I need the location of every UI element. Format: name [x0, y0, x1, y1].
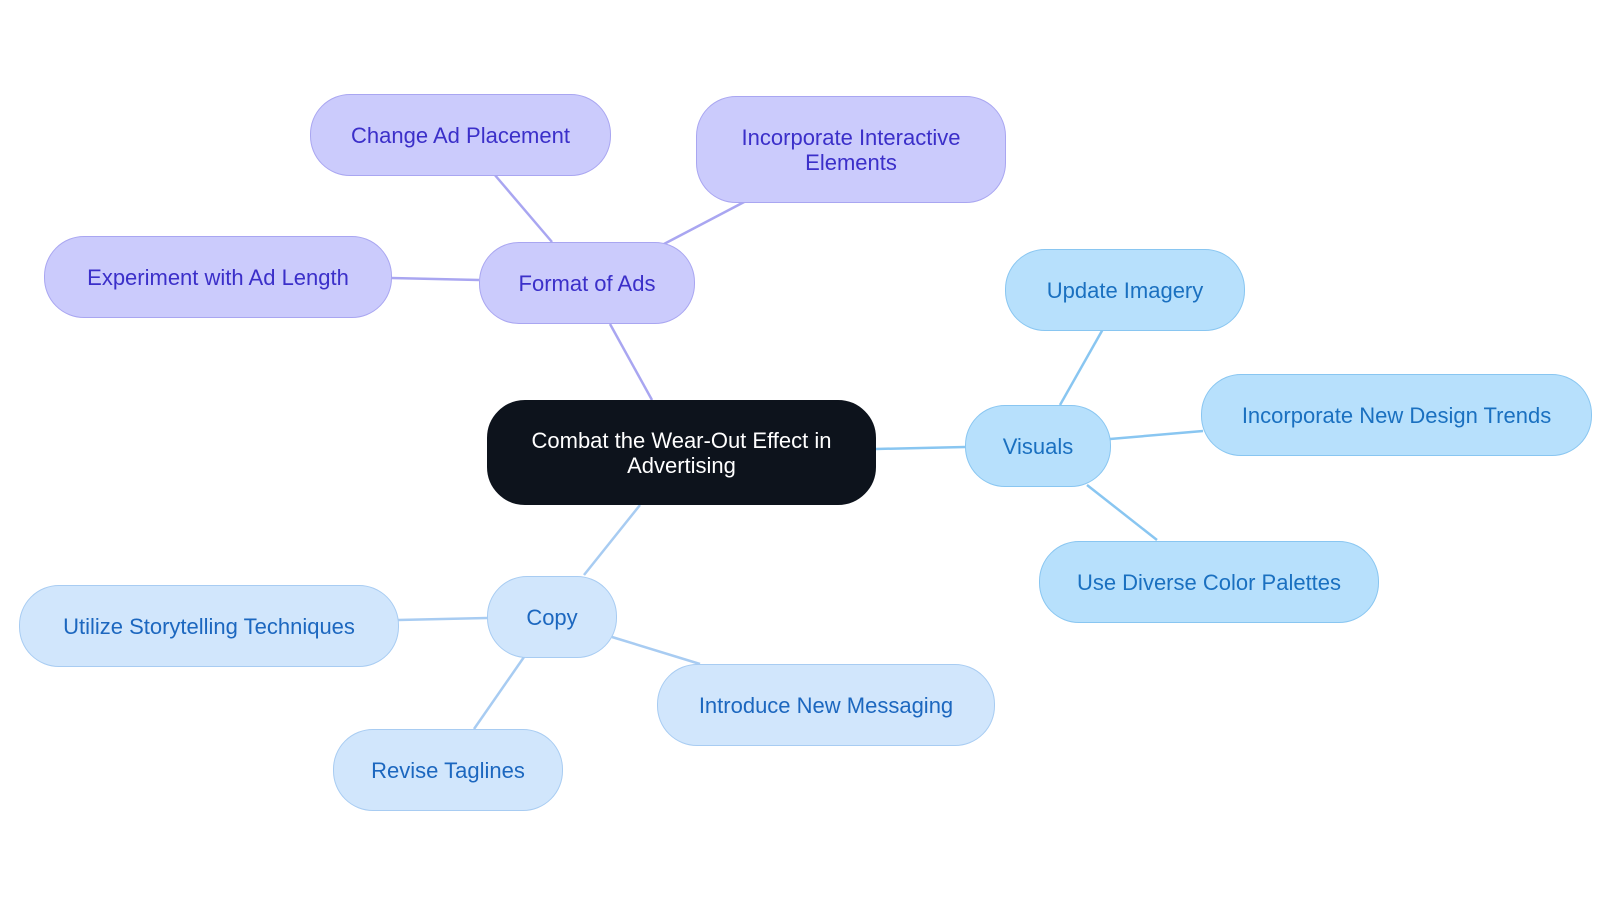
leaf-node-label: Introduce New Messaging [698, 692, 954, 718]
edge-format-length [390, 276, 480, 282]
leaf-node-label: Use Diverse Color Palettes [1076, 569, 1342, 595]
leaf-node-utilize-storytelling-techniques[interactable]: Utilize Storytelling Techniques [19, 585, 399, 667]
leaf-node-revise-taglines[interactable]: Revise Taglines [333, 729, 563, 811]
leaf-node-label: Revise Taglines [371, 757, 525, 783]
leaf-node-label: Utilize Storytelling Techniques [63, 613, 355, 639]
branch-node-label: Format of Ads [518, 270, 656, 296]
leaf-node-label: Experiment with Ad Length [87, 264, 349, 290]
leaf-node-update-imagery[interactable]: Update Imagery [1005, 249, 1245, 331]
edge-visuals-imagery [1058, 328, 1105, 406]
leaf-node-incorporate-interactive-elements[interactable]: Incorporate Interactive Elements [696, 96, 1006, 203]
edge-format-interactive [663, 199, 747, 246]
edge-copy-taglines [472, 656, 526, 730]
branch-node-label: Visuals [1002, 433, 1074, 459]
root-node-label: Combat the Wear-Out Effect in Advertisin… [531, 427, 832, 478]
leaf-node-label: Update Imagery [1046, 277, 1204, 303]
branch-node-visuals[interactable]: Visuals [965, 405, 1111, 487]
leaf-node-experiment-with-ad-length[interactable]: Experiment with Ad Length [44, 236, 392, 318]
edge-copy-storytelling [397, 616, 488, 622]
root-node[interactable]: Combat the Wear-Out Effect in Advertisin… [487, 400, 876, 505]
leaf-node-introduce-new-messaging[interactable]: Introduce New Messaging [657, 664, 995, 746]
edge-visuals-trends [1109, 429, 1204, 441]
leaf-node-change-ad-placement[interactable]: Change Ad Placement [310, 94, 611, 176]
leaf-node-use-diverse-color-palettes[interactable]: Use Diverse Color Palettes [1039, 541, 1379, 623]
edge-visuals-palettes [1086, 484, 1158, 541]
edge-root-visuals [875, 445, 966, 451]
leaf-node-label: Incorporate New Design Trends [1241, 402, 1552, 428]
leaf-node-label: Change Ad Placement [351, 122, 570, 148]
branch-node-format-of-ads[interactable]: Format of Ads [479, 242, 695, 324]
edge-copy-messaging [611, 635, 701, 666]
branch-node-label: Copy [526, 604, 578, 630]
leaf-node-incorporate-new-design-trends[interactable]: Incorporate New Design Trends [1201, 374, 1592, 456]
edge-root-format [608, 323, 654, 401]
edge-format-placement [493, 173, 553, 243]
edge-root-copy [583, 504, 641, 576]
leaf-node-label: Incorporate Interactive Elements [741, 124, 961, 175]
branch-node-copy[interactable]: Copy [487, 576, 617, 658]
